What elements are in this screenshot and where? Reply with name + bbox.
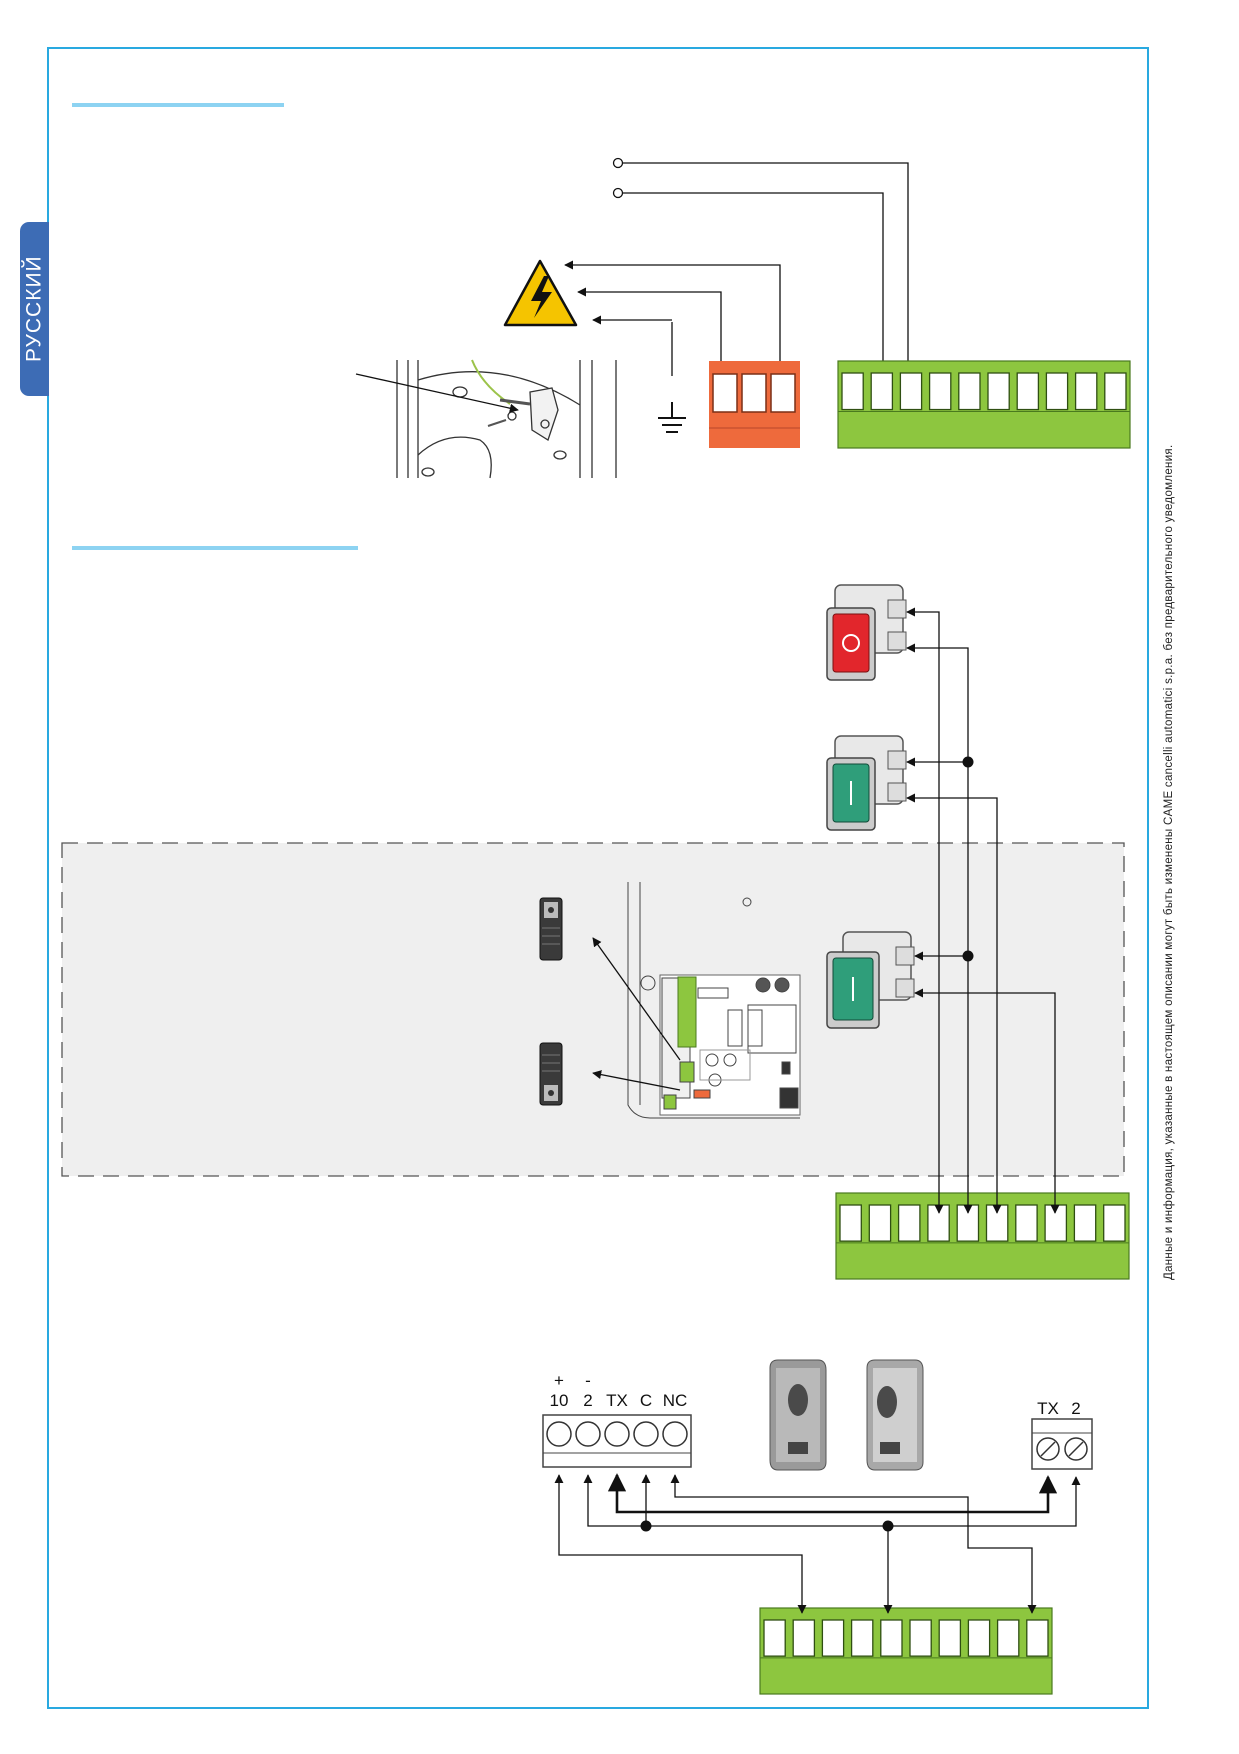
terminal-slot (1104, 372, 1127, 411)
terminal-slot (897, 1204, 921, 1242)
terminal-label: C (640, 1391, 652, 1410)
terminal-slot (958, 372, 981, 411)
terminal-label: 2 (1071, 1399, 1080, 1418)
control-board-detail (627, 882, 801, 1119)
terminal-label: TX (606, 1391, 628, 1410)
optional-area-outline (61, 842, 1125, 1177)
terminal-slot (967, 1619, 991, 1657)
radio-wires (554, 1473, 1081, 1614)
terminal-slot (987, 372, 1010, 411)
jumper-icon (539, 1042, 563, 1106)
terminal-slot (1016, 372, 1040, 411)
earth-ground-icon (658, 402, 686, 433)
terminal-label: NC (663, 1391, 688, 1410)
terminal-slot (928, 372, 952, 411)
language-tab (20, 222, 49, 396)
button-wires (906, 607, 1060, 1214)
terminal-slot (850, 1619, 874, 1657)
receiver-terminal-labels: + - 10 2 TX C NC (550, 1371, 688, 1410)
terminal-slot (841, 372, 864, 411)
transmitter-terminal-block (1031, 1418, 1093, 1470)
transmitter-terminal-labels: TX 2 (1037, 1399, 1081, 1418)
terminal-slot (1015, 1204, 1038, 1242)
page-frame (47, 47, 1149, 1709)
terminal-slot (870, 372, 894, 411)
terminal-slot (821, 1619, 845, 1657)
terminal-slot (839, 1204, 862, 1242)
terminal-slot (1026, 1619, 1049, 1657)
remote-transmitter-icon (866, 1359, 924, 1471)
high-voltage-warning-icon (503, 259, 578, 327)
open-button-icon (826, 735, 907, 831)
power-connection-wires (564, 260, 781, 378)
terminal-slot (1045, 372, 1069, 411)
polarity-label: - (585, 1371, 591, 1390)
terminal-strip-power (837, 360, 1131, 449)
jumper-icon (539, 897, 563, 961)
terminal-slot (868, 1204, 892, 1242)
housing-earth-detail (355, 359, 617, 479)
terminal-label: 2 (583, 1391, 592, 1410)
power-input-wires (612, 157, 913, 380)
close-button-icon (826, 931, 915, 1029)
terminal-slot (792, 1619, 816, 1657)
polarity-label: + (554, 1371, 564, 1390)
terminal-slot (763, 1619, 786, 1657)
receiver-terminal-block (542, 1414, 692, 1468)
jumper-pointer-arrows (592, 937, 681, 1091)
terminal-slot (938, 1619, 962, 1657)
terminal-slot (909, 1619, 932, 1657)
terminal-slot (996, 1619, 1020, 1657)
stop-button-icon (826, 584, 907, 681)
terminal-slot (1103, 1204, 1126, 1242)
terminal-label: 10 (550, 1391, 569, 1410)
terminal-slot (880, 1619, 903, 1657)
terminal-strip-radio (759, 1607, 1053, 1695)
terminal-slot (899, 372, 923, 411)
terminal-label: TX (1037, 1399, 1059, 1418)
power-terminal-block (709, 361, 800, 448)
terminal-slot (1044, 1204, 1068, 1242)
remote-transmitter-icon (769, 1359, 827, 1471)
terminal-slot (1073, 1204, 1097, 1242)
terminal-strip-commands (835, 1192, 1130, 1280)
terminal-slot (1074, 372, 1098, 411)
